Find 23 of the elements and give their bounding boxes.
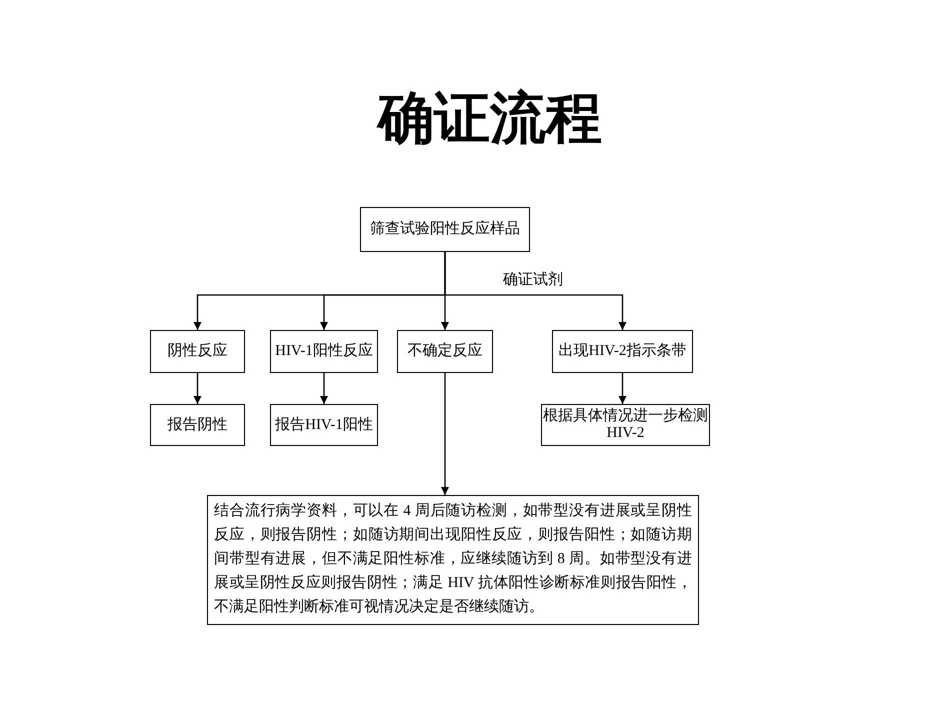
arrow <box>444 252 626 330</box>
annotation-text: 确证试剂 <box>503 271 563 290</box>
title: 确证流程 <box>376 87 603 152</box>
box-text: 报告HIV-1阳性 <box>274 416 374 434</box>
box-text: 出现HIV-2指示条带 <box>558 342 688 361</box>
process-box <box>270 404 378 446</box>
process-box <box>397 330 493 373</box>
box-text: HIV-1阳性反应 <box>274 342 374 361</box>
process-box <box>150 404 245 446</box>
process-box <box>150 330 245 373</box>
box-text: 根据具体情况进一步检测 HIV-2 <box>542 408 709 442</box>
box-text: 阴性反应 <box>166 342 228 361</box>
box-text: 报告阴性 <box>166 416 228 434</box>
arrow <box>618 373 626 404</box>
box-text: 筛查试验阳性反应样品 <box>369 220 521 239</box>
process-box <box>360 207 530 252</box>
process-box <box>552 330 693 373</box>
arrow <box>441 373 449 495</box>
box-text: 不确定反应 <box>406 342 484 361</box>
note-text: 结合流行病学资料，可以在 4 周后随访检测，如带型没有进展或呈阴性反应，则报告阴性；如随访期间出现阳性反应，则报告阳性；如随访期间带型有进展，但不满足阳性标准，应继续随访到 8 周。如带型没有进展或呈阴性反应则报告阴性；满足 HIV 抗体阳性诊断标准则报告阳性，不满足阳性判断标准可视情况决定是否继续随访。 <box>213 501 693 617</box>
arrow <box>194 373 202 404</box>
process-box <box>270 330 378 373</box>
arrow <box>320 373 328 404</box>
